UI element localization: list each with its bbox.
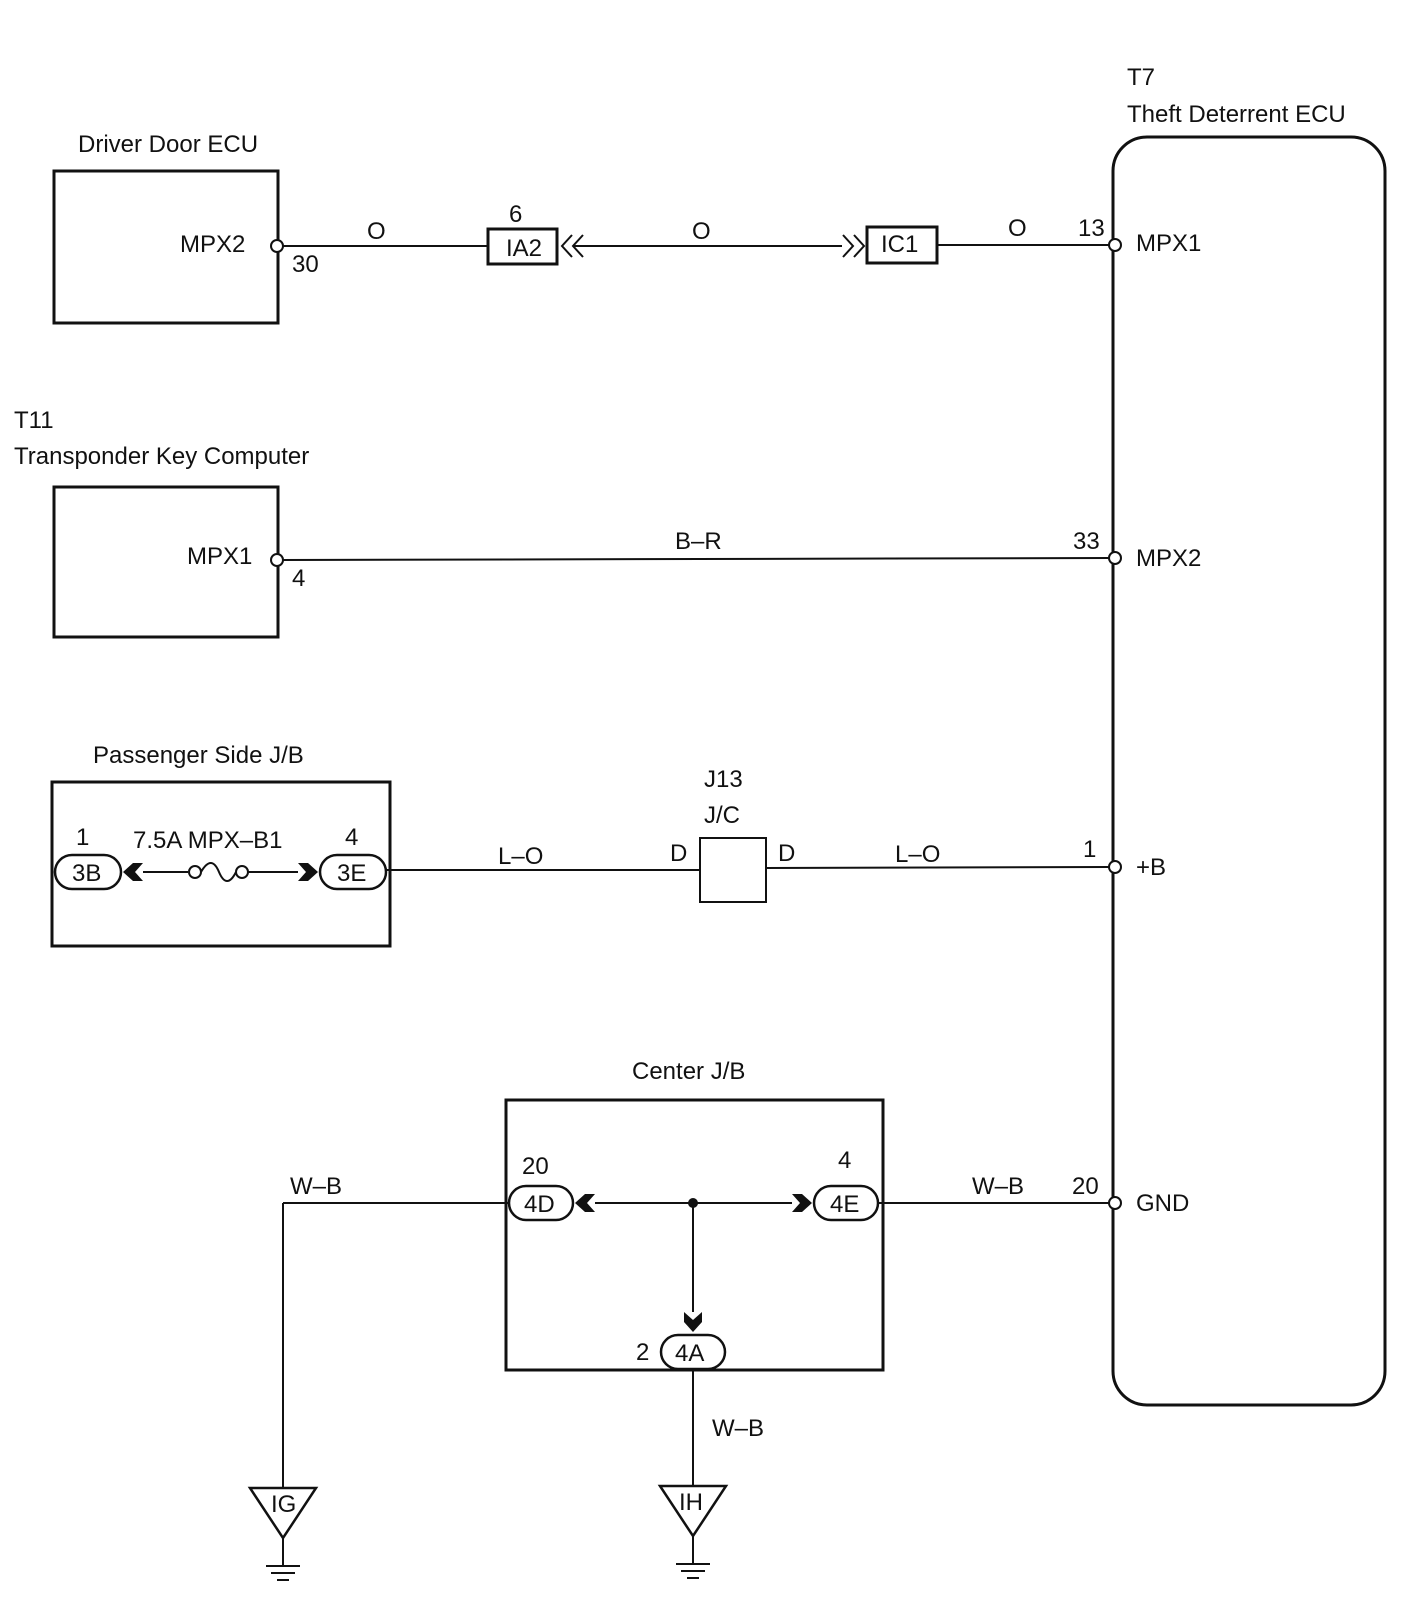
t7-code: T7 [1127,64,1155,91]
t7-terminal-gnd: GND [1136,1190,1189,1217]
fuse-terminal-right [235,865,249,879]
center-jb-bottom-pin: 2 [636,1339,649,1366]
wire-o-label-2: O [692,218,711,245]
passenger-jb-name: Passenger Side J/B [93,742,304,769]
wire-b-r [281,557,1111,561]
passenger-jb-left-pin: 1 [76,824,89,851]
theft-deterrent-ecu-box [1111,135,1387,1407]
t7-terminal-b-pin [1108,860,1122,874]
wire-o-label-3: O [1008,215,1027,242]
t7-pin-13: 13 [1078,215,1105,242]
center-jb-name: Center J/B [632,1058,745,1085]
center-arrow-right-icon [792,1194,812,1212]
ground-ih-label: IH [679,1489,703,1516]
fuse-terminal-left [188,865,202,879]
center-jb-left-pin: 20 [522,1153,549,1180]
wire-l-o-label-1: L–O [498,843,543,870]
ground-ig-label: IG [271,1491,296,1518]
transponder-name: Transponder Key Computer [14,443,309,470]
ground-ih-symbol [657,1484,729,1539]
wire-o-label-1: O [367,218,386,245]
wire-b-r-label: B–R [675,528,722,555]
center-arrow-left-icon [575,1194,595,1212]
wire-l-o-label-2: L–O [895,841,940,868]
fuse-icon [200,862,237,882]
transponder-code: T11 [14,407,54,434]
junction-left-label: D [670,840,687,867]
ia2-label: IA2 [506,235,542,262]
driver-door-ecu-box [52,169,280,325]
t7-terminal-mpx2-pin [1108,551,1122,565]
wire-w-b-label-left: W–B [290,1173,342,1200]
ic1-label: IC1 [881,231,918,258]
arrow-left-icon [123,863,143,881]
wire-w-b-label-right: W–B [972,1173,1024,1200]
t7-terminal-gnd-pin [1108,1196,1122,1210]
t7-terminal-mpx1-pin [1108,238,1122,252]
wire-w-b-label-down: W–B [712,1415,764,1442]
connector-4d-label: 4D [524,1191,555,1218]
transponder-terminal: MPX1 [187,543,252,570]
ia2-pin: 6 [509,201,522,228]
connector-3e [318,853,388,891]
t7-terminal-mpx2: MPX2 [1136,545,1201,572]
transponder-pin-circle [270,553,284,567]
transponder-pin: 4 [292,565,305,592]
junction-right-label: D [778,840,795,867]
arrow-right-icon [298,863,318,881]
junction-connector-j13 [699,837,767,903]
connector-4a-label: 4A [675,1340,704,1367]
driver-door-ecu-terminal: MPX2 [180,231,245,258]
ic1-connector [865,225,939,265]
wire-l-o-segment-2 [765,866,1111,869]
passenger-jb-right-pin: 4 [345,824,358,851]
t7-name: Theft Deterrent ECU [1127,101,1346,128]
ic1-chevron-icon [842,234,866,258]
junction-code: J13 [704,766,743,793]
center-jb-right-pin: 4 [838,1147,851,1174]
connector-3b [53,853,123,891]
t7-pin-20: 20 [1072,1173,1099,1200]
ia2-connector [486,227,559,266]
t7-terminal-b: +B [1136,854,1166,881]
driver-door-ecu-pin: 30 [292,251,319,278]
connector-3e-label: 3E [337,860,366,887]
fuse-label: 7.5A MPX–B1 [133,827,282,854]
driver-door-ecu-pin-circle [270,239,284,253]
driver-door-ecu-name: Driver Door ECU [78,131,258,158]
junction-name: J/C [704,802,740,829]
t7-terminal-mpx1: MPX1 [1136,230,1201,257]
t7-pin-1: 1 [1083,836,1096,863]
ground-ig-symbol [247,1486,319,1541]
center-arrow-down-icon [684,1312,702,1332]
connector-3b-label: 3B [72,860,101,887]
connector-4e-label: 4E [830,1191,859,1218]
t7-pin-33: 33 [1073,528,1100,555]
